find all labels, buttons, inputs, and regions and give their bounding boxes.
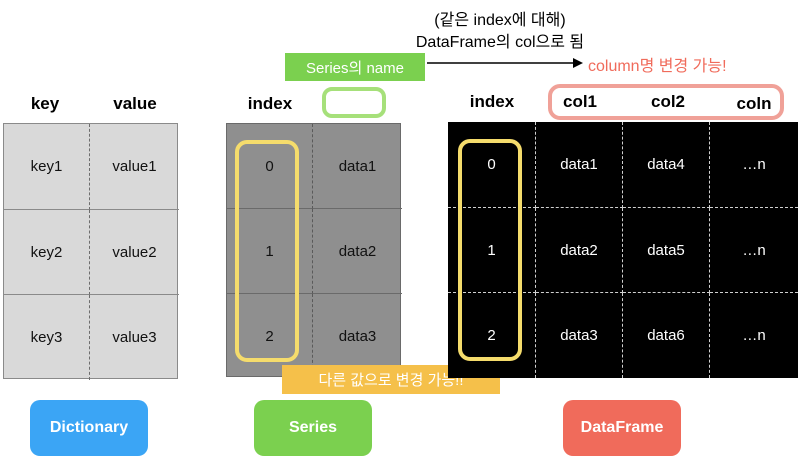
- series-label: Series: [254, 400, 372, 456]
- series-index-cell: 1: [227, 209, 313, 294]
- dict-cell: key1: [4, 124, 90, 210]
- df-index-cell: 0: [448, 122, 536, 208]
- df-value-cell: data6: [623, 293, 710, 378]
- df-value-cell: data4: [623, 122, 710, 208]
- column-note: column명 변경 가능!: [588, 58, 727, 75]
- dict-cell: key3: [4, 295, 90, 380]
- dict-cell: value2: [90, 210, 179, 295]
- df-value-cell: data3: [536, 293, 623, 378]
- series-index-cell: 0: [227, 124, 313, 209]
- series-value-cell: data3: [338, 327, 377, 345]
- series-table: 0 data1 1 data2 2 data3: [226, 123, 402, 378]
- df-header-coln: coln: [736, 94, 772, 113]
- df-index-cell: 1: [448, 208, 536, 293]
- dataframe-table: 0 data1 data4 …n 1 data2 data5 …n 2 data…: [448, 122, 798, 378]
- df-value-cell: data2: [536, 208, 623, 293]
- series-name-note: Series의 name: [285, 53, 425, 81]
- df-header-col2: col2: [650, 92, 686, 111]
- df-value-cell: data5: [623, 208, 710, 293]
- series-value-cell: data2: [313, 209, 402, 294]
- dict-header-key: key: [30, 94, 60, 113]
- df-value-cell: data1: [536, 122, 623, 208]
- series-index-cell: 2: [227, 294, 313, 378]
- series-name-box: [322, 87, 386, 118]
- series-header-index: index: [247, 94, 293, 113]
- arrow-icon: [427, 58, 583, 68]
- dict-cell: key2: [4, 210, 90, 295]
- df-index-cell: 2: [448, 293, 536, 378]
- arrow-note-line1: (같은 index에 대해): [434, 12, 566, 29]
- df-header-index: index: [469, 92, 515, 111]
- arrow-note: (같은 index에 대해) DataFrame의 col으로 됨: [395, 10, 605, 54]
- dict-cell: value1: [90, 124, 179, 210]
- dataframe-label: DataFrame: [563, 400, 681, 456]
- dictionary-table: key1 value1 key2 value2 key3 value3: [3, 123, 179, 380]
- series-value-cell: data1: [313, 124, 402, 209]
- df-value-cell: …n: [742, 327, 766, 344]
- df-columns-highlight: [548, 84, 784, 120]
- series-index-highlight: [235, 140, 299, 362]
- arrow-note-line2: DataFrame의 col으로 됨: [415, 34, 585, 51]
- df-value-cell: …n: [710, 208, 798, 293]
- dictionary-label: Dictionary: [30, 400, 148, 456]
- dict-header-value: value: [113, 94, 157, 113]
- df-header-col1: col1: [562, 92, 598, 111]
- df-index-highlight: [458, 139, 522, 361]
- df-value-cell: …n: [710, 122, 798, 208]
- dict-cell: value3: [112, 329, 157, 346]
